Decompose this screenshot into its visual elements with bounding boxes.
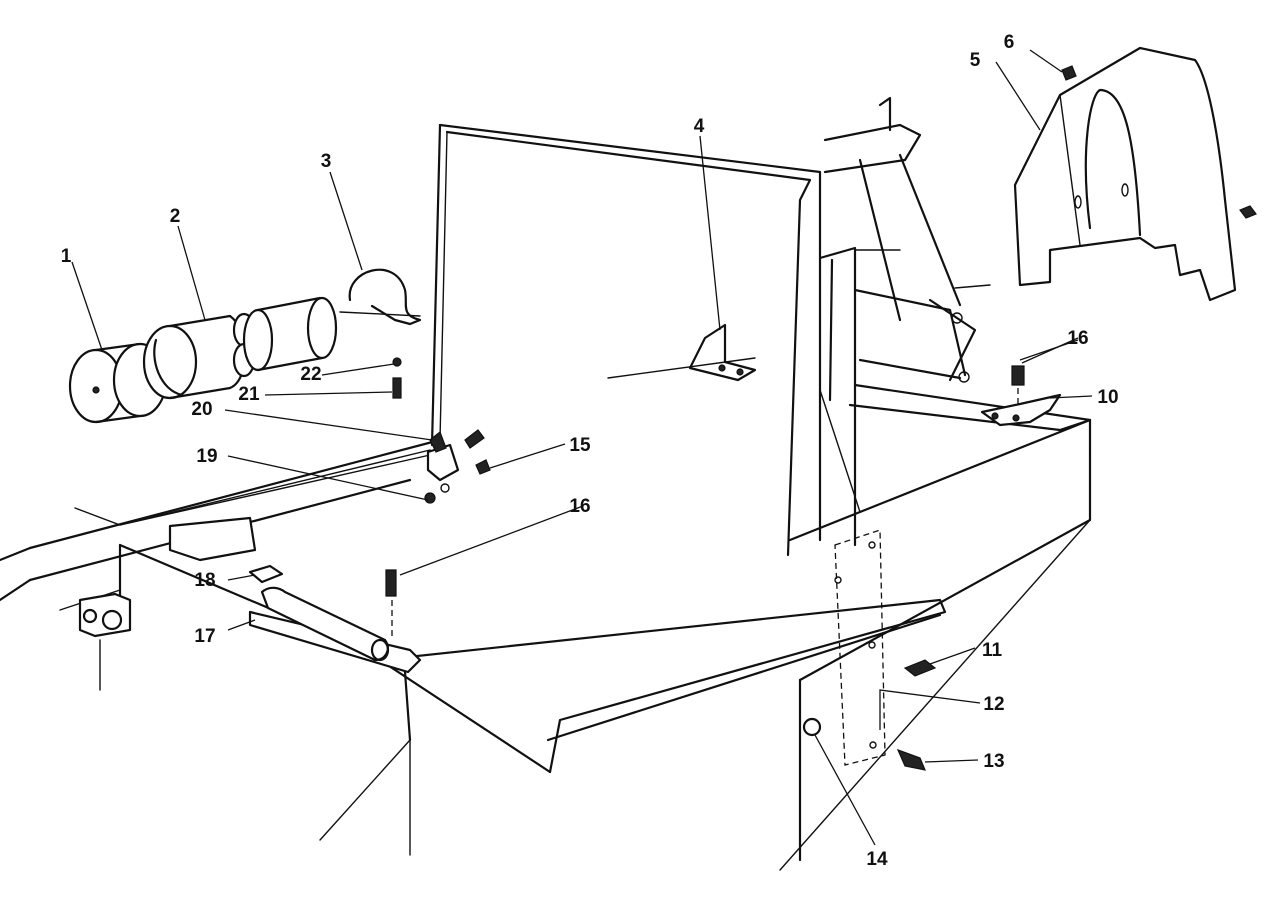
callout-22: 22: [300, 364, 321, 385]
callout-18: 18: [194, 570, 215, 591]
cylinder-assembly: [68, 268, 422, 424]
callout-6: 6: [1004, 32, 1015, 53]
callout-16-lower: 16: [569, 496, 590, 517]
callout-16-upper: 16: [1067, 328, 1088, 349]
callout-10: 10: [1097, 387, 1118, 408]
callout-11: 11: [982, 640, 1003, 661]
callout-13: 13: [983, 751, 1004, 772]
callout-19: 19: [196, 446, 217, 467]
switch-assembly: [424, 429, 491, 504]
callout-12: 12: [983, 694, 1004, 715]
plate-12: [802, 529, 937, 771]
callouts: 1 2 3 4 5 6 10 11 12 13 14 15 16 16 17 1…: [61, 32, 1119, 870]
strap-10: [980, 365, 1062, 427]
callout-20: 20: [191, 399, 212, 420]
callout-3: 3: [321, 151, 332, 172]
callout-4: 4: [694, 116, 705, 137]
callout-21: 21: [238, 384, 260, 405]
bracket-4: [607, 323, 757, 382]
cover-5: [1013, 46, 1257, 302]
callout-17: 17: [194, 626, 215, 647]
callout-2: 2: [170, 206, 181, 227]
callout-5: 5: [970, 50, 981, 71]
leader-lines: [71, 49, 1093, 846]
callout-1: 1: [61, 246, 72, 267]
callout-15: 15: [569, 435, 591, 456]
frame-structure: [0, 96, 1092, 871]
callout-14: 14: [866, 849, 888, 870]
latch-17: [168, 516, 422, 674]
